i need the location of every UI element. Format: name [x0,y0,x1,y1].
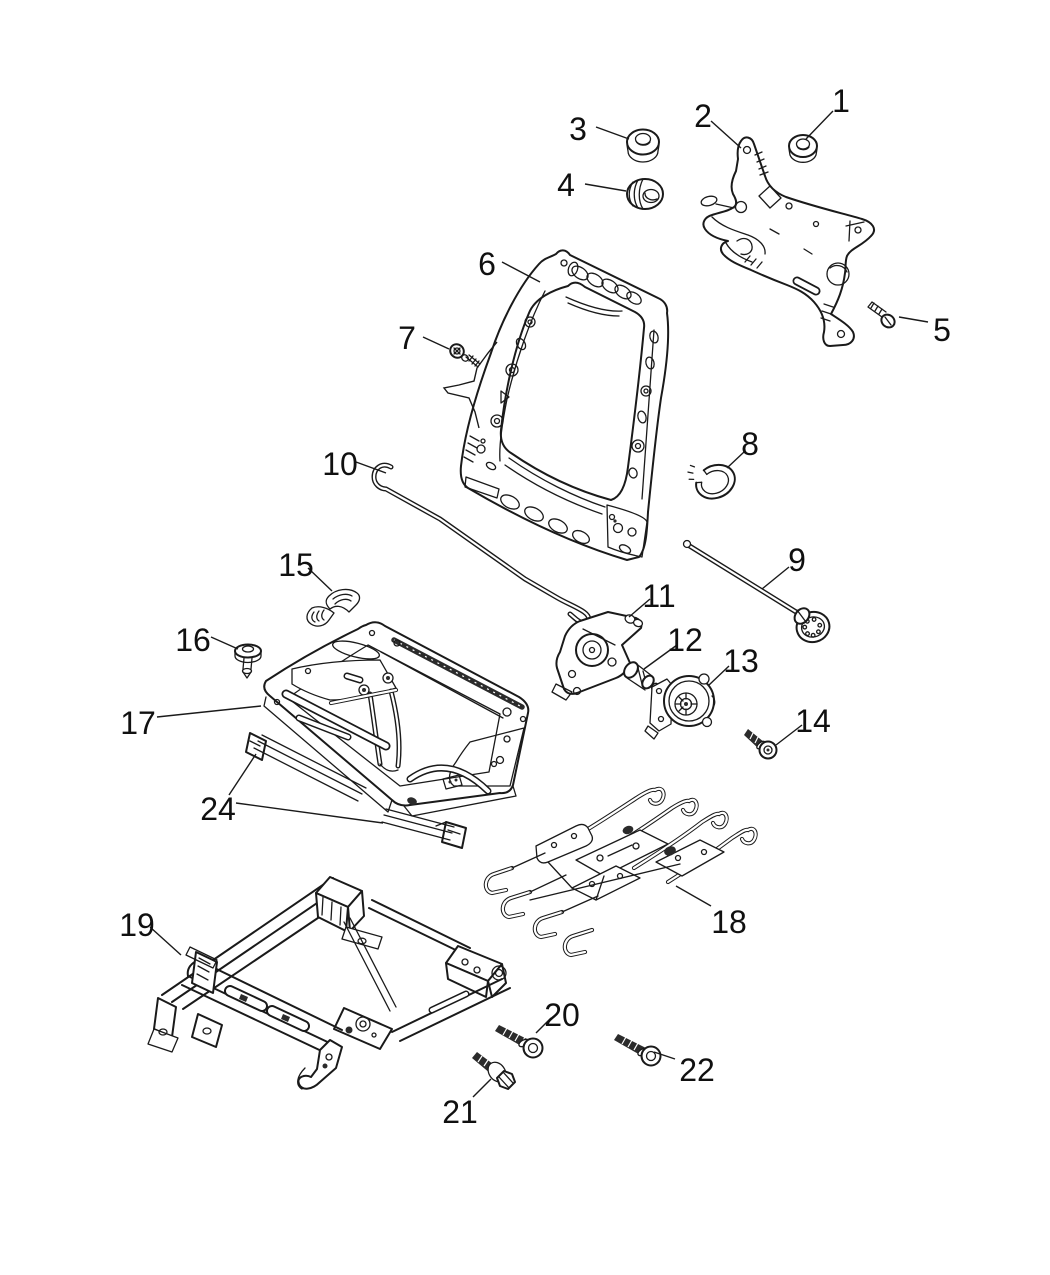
callout-21: 21 [442,1094,478,1130]
leader-14 [775,724,803,746]
callout-18: 18 [711,904,747,940]
callout-8: 8 [741,426,759,462]
part-nut-1 [788,134,818,163]
leader-8 [726,451,745,469]
part-mounting-rails-24 [245,732,467,849]
callout-20: 20 [544,997,580,1033]
part-seat-back-bracket [700,136,875,347]
callout-12: 12 [667,622,703,658]
part-clip-15 [306,588,361,627]
leader-22 [653,1051,676,1060]
part-torsion-rod-9 [682,539,831,644]
leader-lines [149,110,929,1098]
part-screw-5 [867,301,896,329]
leader-2 [710,120,742,149]
leader-1 [805,110,834,140]
part-screw-20 [495,1025,544,1059]
leader-18 [675,885,712,907]
part-push-pin-16 [234,643,262,679]
leader-6 [501,261,541,283]
callout-17: 17 [120,705,156,741]
callout-6: 6 [478,246,496,282]
part-seat-back-frame [459,249,670,561]
leader-24b [235,802,384,824]
leader-15 [307,567,333,592]
part-retaining-ring-8 [687,463,736,500]
callout-2: 2 [694,98,712,134]
leader-24a [228,753,257,796]
leader-9 [761,566,790,590]
callout-7: 7 [398,320,416,356]
callout-3: 3 [569,111,587,147]
callout-15: 15 [278,547,314,583]
leader-16 [210,636,239,650]
leader-20 [535,1017,552,1034]
callout-19: 19 [119,907,155,943]
part-screw-14 [744,729,778,760]
callout-labels: 1 2 3 4 5 6 7 8 9 10 11 12 13 14 15 16 1… [119,83,951,1130]
callout-13: 13 [723,643,759,679]
leader-21 [472,1078,492,1098]
leader-17 [156,705,262,718]
callout-10: 10 [322,446,358,482]
part-seat-cushion-frame [263,621,530,817]
part-gear-housing-13 [644,673,716,740]
part-grommet-4 [626,178,664,210]
leader-19 [149,926,182,956]
leader-5 [898,316,929,323]
part-screw-7 [442,341,498,429]
callout-16: 16 [175,622,211,658]
callout-9: 9 [788,542,806,578]
callout-24: 24 [200,791,236,827]
leader-12 [643,644,678,670]
part-recliner-mechanism-11 [551,611,644,701]
part-coupling-12 [623,661,660,692]
leader-7 [422,336,450,350]
leader-4 [584,183,627,192]
leader-11 [628,598,651,618]
callout-11: 11 [642,578,675,614]
part-bolt-21 [472,1052,516,1090]
leader-13 [708,665,730,686]
callout-1: 1 [832,83,850,119]
callout-5: 5 [933,312,951,348]
part-seat-track-19 [147,876,511,1090]
part-nut-3 [626,128,660,163]
callout-14: 14 [795,703,831,739]
leader-3 [595,126,630,140]
callout-22: 22 [679,1052,715,1088]
leader-10 [355,461,387,474]
callout-4: 4 [557,167,575,203]
part-screw-22 [614,1034,662,1067]
part-wire-suspension-18 [483,786,758,958]
